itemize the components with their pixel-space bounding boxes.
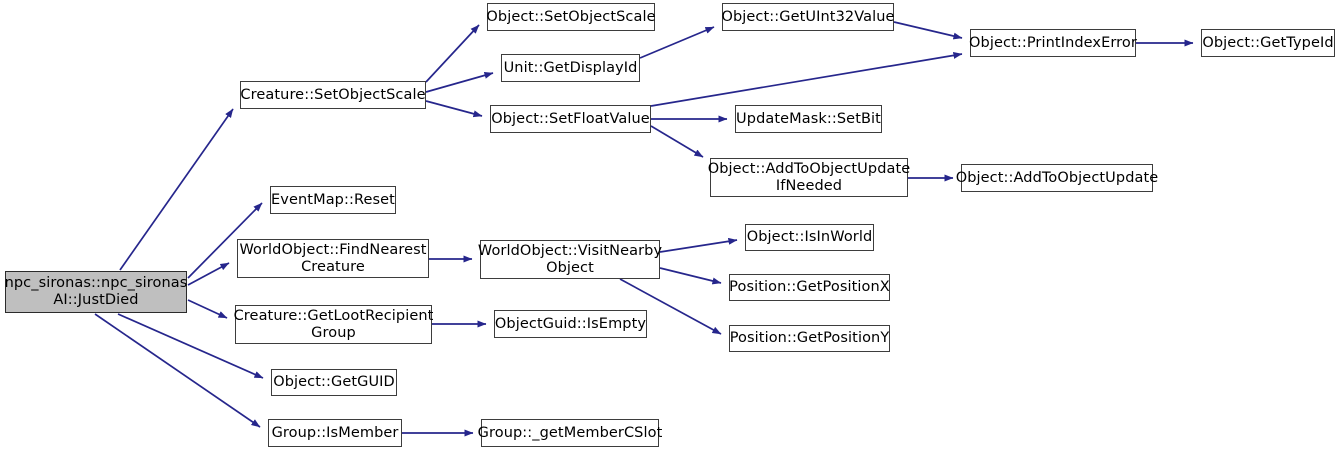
graph-node-label: WorldObject::FindNearest Creature <box>239 241 427 275</box>
graph-node-label: Object::AddToObjectUpdate <box>955 169 1159 186</box>
graph-node-object_isinworld[interactable]: Object::IsInWorld <box>745 224 874 251</box>
edge-root-to-worldobject_findnearestcreature <box>187 262 230 286</box>
edge-object_setfloatvalue-to-object_printindexerror <box>650 51 963 107</box>
edge-worldobject_visitnearbyobject-to-object_isinworld <box>659 237 738 253</box>
graph-node-label: Object::SetFloatValue <box>491 110 650 127</box>
graph-node-creature_setobjectscale[interactable]: Creature::SetObjectScale <box>240 81 426 109</box>
graph-node-label: Object::IsInWorld <box>746 229 873 245</box>
graph-node-label: Creature::GetLootRecipient Group <box>233 307 434 341</box>
edge-object_setfloatvalue-to-object_addtoobjectupdateifneeded <box>650 125 704 158</box>
graph-node-object_addtoobjectupdateifneeded[interactable]: Object::AddToObjectUpdate IfNeeded <box>708 158 910 197</box>
graph-node-label: Creature::SetObjectScale <box>240 86 426 103</box>
graph-node-position_getpositionx[interactable]: Position::GetPositionX <box>729 274 890 301</box>
graph-node-eventmap_reset[interactable]: EventMap::Reset <box>270 186 396 214</box>
edge-creature_setobjectscale-to-object_setobjectscale <box>425 24 480 83</box>
graph-node-label: ObjectGuid::IsEmpty <box>494 315 647 332</box>
graph-node-object_printindexerror[interactable]: Object::PrintIndexError <box>969 29 1137 57</box>
graph-node-object_addtoobjectupdate[interactable]: Object::AddToObjectUpdate <box>956 164 1158 192</box>
graph-node-label: EventMap::Reset <box>271 191 395 208</box>
graph-node-worldobject_findnearestcreature[interactable]: WorldObject::FindNearest Creature <box>237 239 429 278</box>
graph-node-unit_getdisplayid[interactable]: Unit::GetDisplayId <box>501 54 640 82</box>
graph-node-label: Object::GetTypeId <box>1202 34 1334 51</box>
graph-node-label: Object::PrintIndexError <box>969 34 1137 51</box>
graph-node-label: npc_sironas::npc_sironas AI::JustDied <box>4 275 188 308</box>
graph-node-object_getguid[interactable]: Object::GetGUID <box>271 369 397 396</box>
edge-unit_getdisplayid-to-object_getuint32value <box>639 26 715 59</box>
graph-node-label: Position::GetPositionY <box>729 330 890 346</box>
graph-node-object_gettypeid[interactable]: Object::GetTypeId <box>1201 29 1335 57</box>
graph-node-updatemask_setbit[interactable]: UpdateMask::SetBit <box>735 105 882 133</box>
edge-root-to-creature_getlootrecipientgroup <box>187 299 228 319</box>
graph-node-object_getuint32value[interactable]: Object::GetUInt32Value <box>721 3 894 31</box>
graph-node-objectguid_isempty[interactable]: ObjectGuid::IsEmpty <box>494 310 647 338</box>
edge-creature_setobjectscale-to-unit_getdisplayid <box>425 71 494 93</box>
graph-node-root[interactable]: npc_sironas::npc_sironas AI::JustDied <box>5 271 187 313</box>
edge-creature_setobjectscale-to-object_setfloatvalue <box>425 100 483 118</box>
graph-node-label: Object::GetUInt32Value <box>721 8 895 25</box>
graph-node-object_setfloatvalue[interactable]: Object::SetFloatValue <box>490 105 651 133</box>
graph-node-label: Group::IsMember <box>271 424 399 441</box>
graph-node-worldobject_visitnearbyobject[interactable]: WorldObject::VisitNearby Object <box>478 240 662 279</box>
graph-node-position_getpositiony[interactable]: Position::GetPositionY <box>729 325 890 352</box>
graph-node-label: Position::GetPositionX <box>729 279 890 295</box>
graph-node-creature_getlootrecipientgroup[interactable]: Creature::GetLootRecipient Group <box>234 305 433 344</box>
graph-node-object_setobjectscale[interactable]: Object::SetObjectScale <box>486 3 656 31</box>
graph-node-label: WorldObject::VisitNearby Object <box>477 242 663 276</box>
graph-node-group_ismember[interactable]: Group::IsMember <box>268 419 402 447</box>
edge-object_getuint32value-to-object_printindexerror <box>893 21 963 40</box>
graph-node-group_getmembercslot[interactable]: Group::_getMemberCSlot <box>478 419 662 447</box>
graph-node-label: Object::SetObjectScale <box>486 8 656 25</box>
graph-node-label: Unit::GetDisplayId <box>503 59 638 76</box>
graph-node-label: Group::_getMemberCSlot <box>477 424 663 441</box>
edge-root-to-creature_setobjectscale <box>119 108 234 271</box>
graph-node-label: Object::GetGUID <box>273 374 395 390</box>
edge-worldobject_visitnearbyobject-to-position_getpositionx <box>659 267 722 285</box>
graph-node-label: UpdateMask::SetBit <box>736 110 881 127</box>
graph-node-label: Object::AddToObjectUpdate IfNeeded <box>707 160 911 194</box>
